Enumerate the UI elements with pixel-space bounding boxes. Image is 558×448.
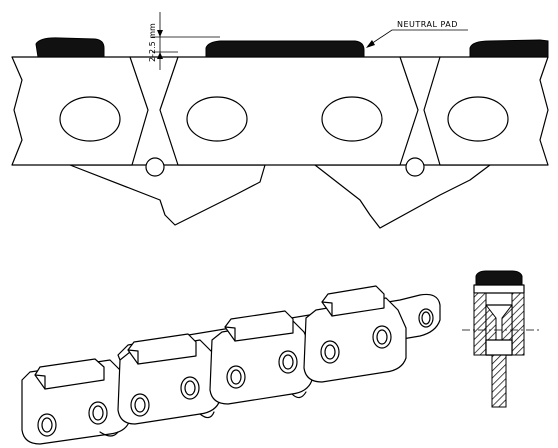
rivet-hole-4 [447,96,509,142]
dimension-label: 2-2.5 mm [148,23,157,62]
rivet-right [405,157,425,177]
segment-edge-3 [224,326,236,342]
neutral-pad [205,40,365,58]
rear-hole-5-inner [421,311,431,325]
diamond-segment-left [35,37,105,58]
dimension-arrow-top [157,30,163,37]
rivet-hole-2 [186,96,248,142]
neutral-pad-leader [367,29,468,47]
diamond-segment-right [469,39,549,58]
section-right-plate [511,292,525,356]
rivet-hole-1 [59,96,121,142]
drive-tooth-3 [291,391,307,399]
hole-2b-inner [184,380,196,396]
section-pad-base [473,284,525,294]
segment-edge-1 [34,374,46,390]
drive-tooth-1 [99,431,119,437]
chain-side-view: 2-2.5 mm NEUTRAL PAD [11,12,549,229]
drive-tooth-2 [199,411,215,419]
hole-3a-inner [230,369,242,385]
drive-link-left [69,164,266,226]
segment-edge-2 [127,349,139,365]
neutral-pad-arrow [366,40,375,48]
neutral-pad-label: NEUTRAL PAD [397,20,458,29]
hole-4b-inner [376,329,388,345]
hole-2a-inner [134,397,146,413]
section-drive-tang [491,354,507,408]
rivet-left [145,157,165,177]
dimension-arrow-bottom [157,52,163,59]
hole-3b-inner [282,354,294,370]
hole-1b-inner [92,405,104,421]
rivet-hole-3 [321,96,383,142]
section-link-center [485,339,513,356]
drive-link-right [314,164,491,229]
segment-edge-4 [321,301,333,317]
section-diamond-pad [475,270,523,286]
section-left-plate [473,292,487,356]
hole-4a-inner [324,344,336,360]
chain-isometric-view [21,285,441,445]
hole-1a-inner [41,417,53,433]
cross-section-view [462,270,540,408]
